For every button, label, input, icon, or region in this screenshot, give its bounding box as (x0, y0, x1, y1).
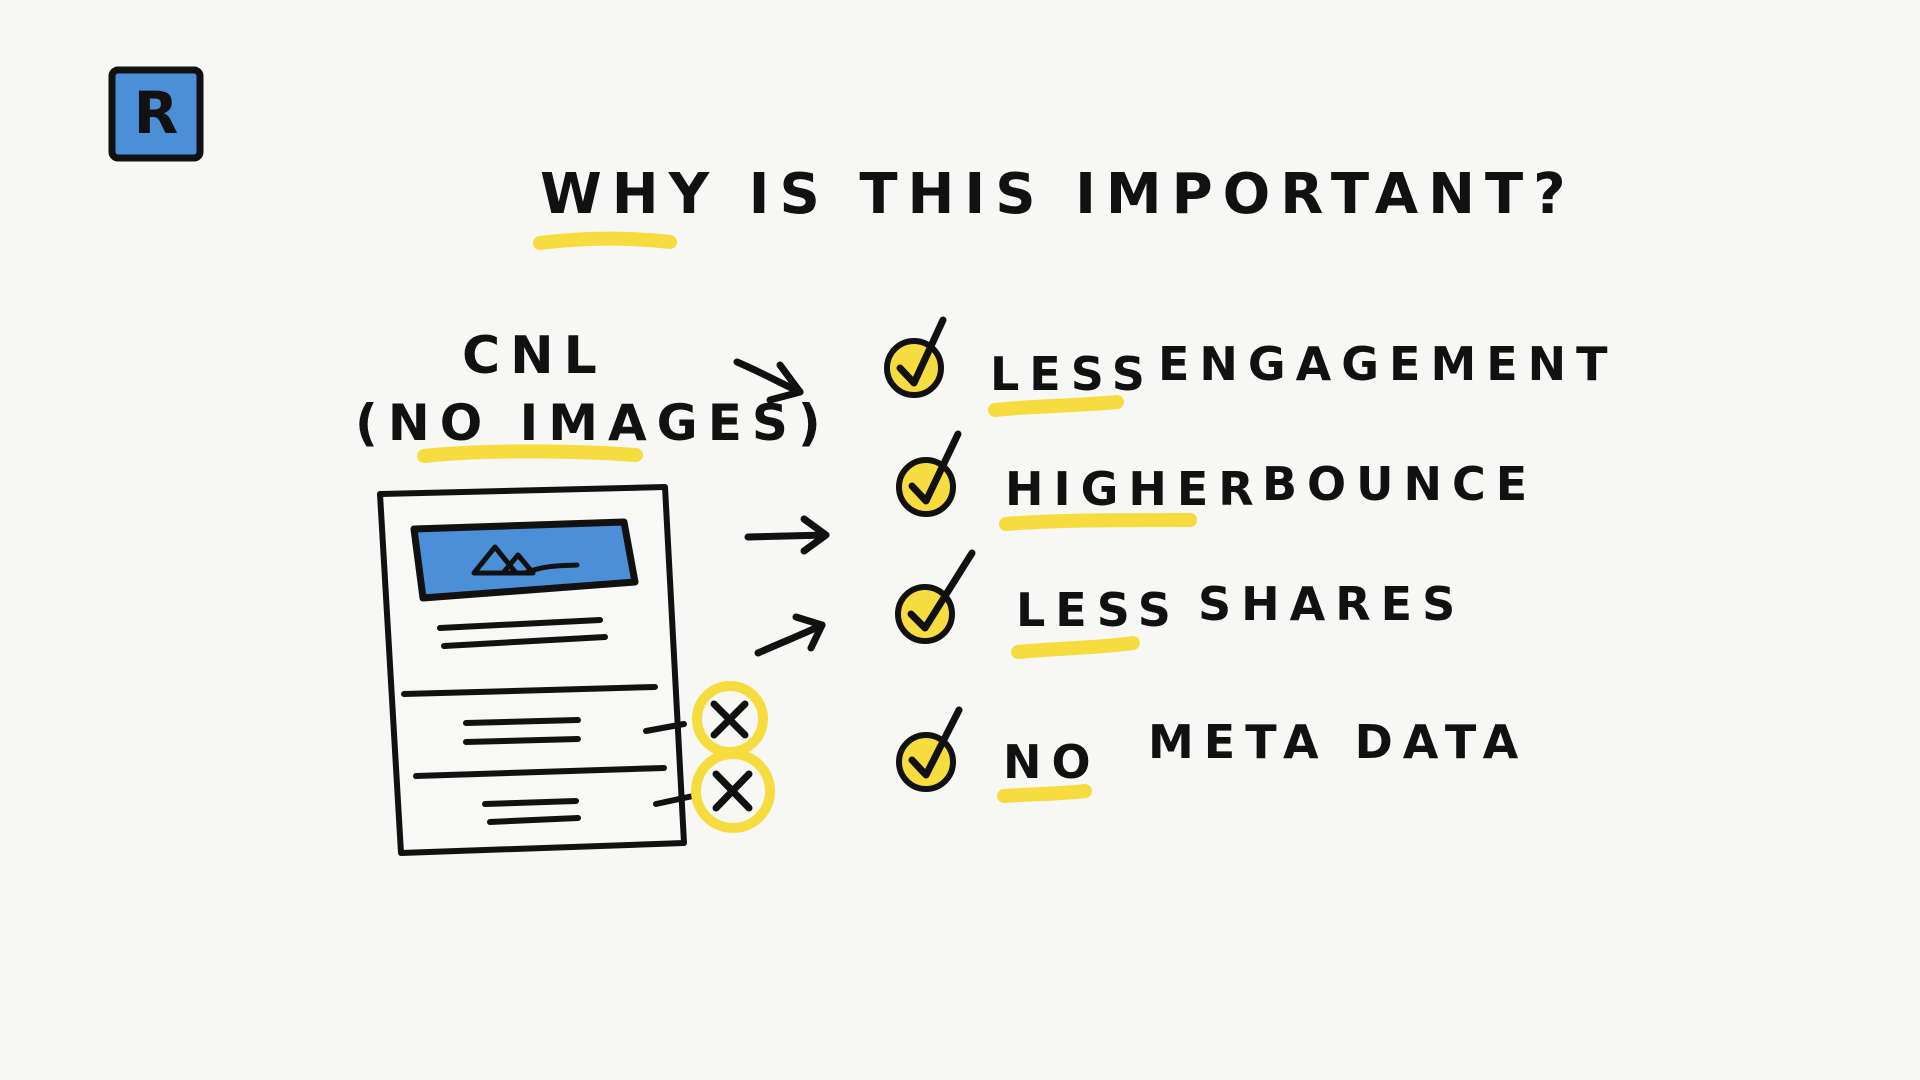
arrow-icon (733, 358, 804, 404)
text-line-6 (487, 815, 581, 825)
check-icon (896, 316, 947, 387)
check-icon (908, 706, 963, 779)
text-line-3 (463, 717, 581, 726)
logo-letter: R (134, 79, 179, 147)
section-divider-2 (413, 765, 667, 779)
check-icon (908, 430, 962, 505)
page-title: WHY IS THIS IMPORTANT? (540, 162, 1576, 227)
list-item: NO META DATA (896, 706, 1528, 803)
mountain-icon (471, 544, 580, 576)
arrow-icon (744, 515, 830, 555)
document-illustration (377, 484, 696, 856)
left-label-bottom: (NO IMAGES) (355, 394, 831, 452)
brand-logo: R (108, 66, 204, 162)
section-divider-1 (401, 684, 658, 697)
arrow-icon (754, 613, 826, 657)
list-item: LESS ENGAGEMENT (884, 316, 1618, 417)
left-label-group: CNL (NO IMAGES) (355, 326, 831, 463)
text-line-4 (463, 736, 581, 745)
title-group: WHY IS THIS IMPORTANT? (533, 162, 1576, 250)
missing-marks (691, 681, 775, 833)
list-item-rest: META DATA (1148, 715, 1528, 769)
benefit-list: LESS ENGAGEMENT HIGHER BOUNCE LESS SHARE… (884, 316, 1618, 803)
highlight-underline (988, 395, 1124, 417)
check-icon (907, 549, 976, 632)
title-highlight-underline (533, 231, 677, 250)
list-item: LESS SHARES (895, 549, 1465, 659)
arrows (733, 358, 830, 657)
list-item: HIGHER BOUNCE (896, 430, 1537, 531)
list-item-prefix: NO (1003, 735, 1101, 789)
list-item-prefix: HIGHER (1005, 462, 1264, 516)
list-item-rest: ENGAGEMENT (1158, 337, 1618, 391)
logo-box (108, 66, 204, 162)
pointer-line-2 (653, 793, 696, 807)
left-label-top: CNL (462, 326, 607, 386)
images-highlight-underline (417, 444, 643, 463)
x-icon (691, 749, 775, 833)
text-line-5 (482, 798, 579, 807)
highlight-underline (997, 784, 1092, 803)
pointer-line-1 (643, 721, 687, 734)
list-item-rest: BOUNCE (1262, 457, 1537, 511)
list-item-prefix: LESS (990, 347, 1155, 401)
x-icon (692, 681, 768, 757)
text-line-2 (441, 634, 608, 649)
list-item-prefix: LESS (1016, 583, 1181, 637)
text-line-1 (437, 617, 603, 631)
list-item-rest: SHARES (1198, 577, 1465, 631)
highlight-underline (1011, 636, 1140, 659)
highlight-underline (999, 513, 1197, 531)
